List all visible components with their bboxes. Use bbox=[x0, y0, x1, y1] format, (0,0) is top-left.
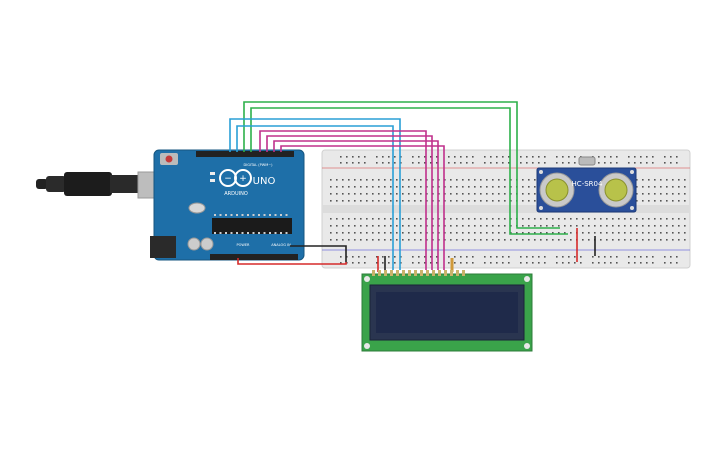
power-header-label: POWER bbox=[237, 243, 251, 247]
lcd-pin-header bbox=[372, 270, 465, 276]
svg-text:+: + bbox=[239, 174, 247, 184]
lcd-control-wires bbox=[229, 118, 401, 270]
sensor-wires bbox=[576, 228, 596, 262]
lcd-header-wires bbox=[377, 256, 454, 272]
arduino-model-label: UNO bbox=[253, 176, 276, 187]
ultrasonic-sensor: HC-SR04 bbox=[536, 156, 637, 213]
power-wires bbox=[237, 245, 347, 265]
lcd-data-wires bbox=[259, 130, 445, 270]
analog-header-label: ANALOG IN bbox=[271, 243, 291, 247]
arduino-brand-label: ARDUINO bbox=[224, 191, 248, 197]
chip-pins bbox=[214, 214, 288, 234]
sensor-model-label: HC-SR04 bbox=[572, 180, 603, 188]
digital-header-label: DIGITAL (PWM~) bbox=[243, 163, 273, 167]
arduino-board: − + ARDUINO UNO DIGITAL (PWM~) POWER ANA… bbox=[150, 149, 305, 261]
lcd-display bbox=[361, 270, 533, 352]
usb-cable bbox=[36, 171, 169, 199]
svg-text:−: − bbox=[224, 174, 232, 184]
